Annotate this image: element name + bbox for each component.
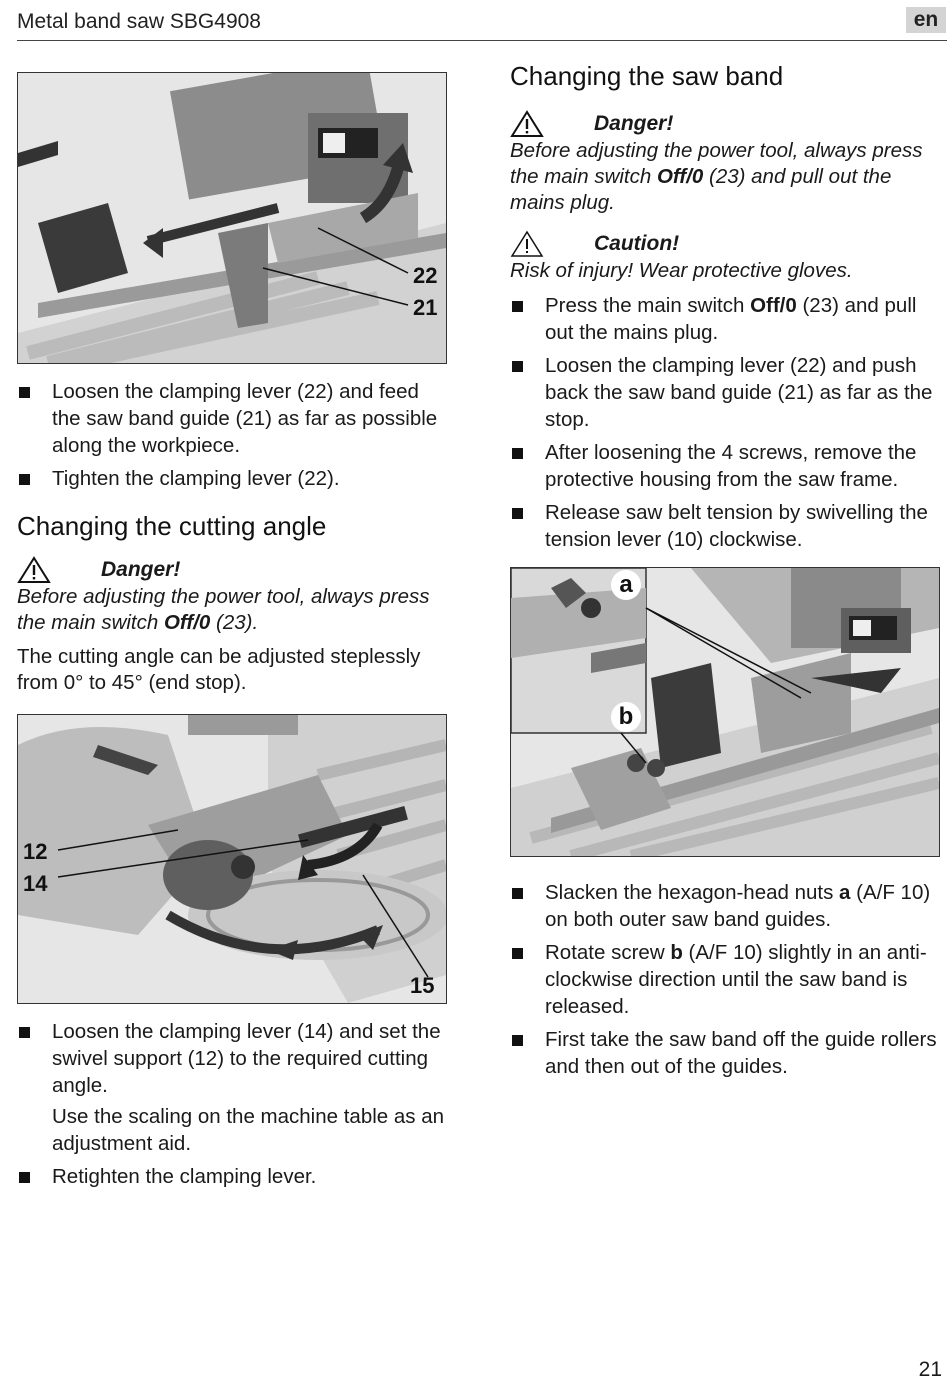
bullet-square (19, 474, 30, 485)
caution-text: Risk of injury! Wear protective gloves. (510, 259, 853, 282)
list-item: Loosen the clamping lever (22) and push … (510, 352, 942, 433)
bullet-square (512, 948, 523, 959)
callout-14: 14 (23, 871, 48, 896)
bullet-square (19, 387, 30, 398)
saw-band-guide-illustration (18, 73, 446, 363)
list-item: Slacken the hexagon-head nuts a (A/F 10)… (510, 879, 942, 933)
document-title: Metal band saw SBG4908 (17, 10, 261, 33)
bullet-square (512, 448, 523, 459)
list-item: First take the saw band off the guide ro… (510, 1026, 942, 1080)
list-item: Press the main switch Off/0 (23) and pul… (510, 292, 942, 346)
callout-a: a (611, 570, 641, 600)
list-item: After loosening the 4 screws, remove the… (510, 439, 942, 493)
caution-triangle-icon (510, 230, 544, 257)
bullet-square (19, 1027, 30, 1038)
clamping-bullets: Loosen the clamping lever (22) and feed … (17, 378, 449, 492)
danger-text: Before adjusting the power tool, always … (17, 585, 430, 634)
bullet-square (512, 361, 523, 372)
callout-b: b (611, 702, 641, 732)
cutting-angle-intro: The cutting angle can be adjusted steple… (17, 645, 421, 694)
bullet-text: Retighten the clamping lever. (52, 1165, 317, 1188)
figure-saw-band-guides: a b (510, 567, 940, 857)
danger-text: Before adjusting the power tool, always … (510, 139, 923, 214)
danger-title: Danger! (101, 558, 181, 581)
section-heading-saw-band: Changing the saw band (510, 61, 784, 91)
caution-heading: Caution! (510, 230, 942, 258)
list-item: Rotate screw b (A/F 10) slightly in an a… (510, 939, 942, 1020)
bullet-text: Loosen the clamping lever (22) and feed … (52, 380, 438, 457)
saw-band-guides-illustration (511, 568, 939, 856)
warning-triangle-icon (510, 110, 544, 137)
danger-heading: Danger! (510, 110, 942, 138)
list-item: Loosen the clamping lever (22) and feed … (17, 378, 449, 459)
callout-15: 15 (410, 973, 435, 998)
section-heading-cutting-angle: Changing the cutting angle (17, 511, 327, 541)
preparation-bullets: Press the main switch Off/0 (23) and pul… (510, 292, 942, 553)
list-item: Release saw belt tension by swivelling t… (510, 499, 942, 553)
right-column: Changing the saw band Danger! Before adj… (510, 60, 942, 1086)
header-divider (17, 40, 947, 41)
warning-triangle-icon (17, 556, 51, 583)
bullet-square (512, 508, 523, 519)
callout-22: 22 (413, 263, 438, 288)
danger-heading: Danger! (17, 556, 449, 584)
figure-cutting-angle: 12 14 15 (17, 714, 447, 1004)
bullet-text: Loosen the clamping lever (14) and set t… (52, 1020, 441, 1097)
cutting-angle-illustration (18, 715, 446, 1003)
figure-saw-band-guide: 22 21 (17, 72, 447, 364)
bullet-square (512, 301, 523, 312)
page-number: 21 (918, 1358, 942, 1381)
swivel-bullets: Loosen the clamping lever (14) and set t… (17, 1018, 449, 1190)
release-bullets: Slacken the hexagon-head nuts a (A/F 10)… (510, 879, 942, 1080)
list-item: Retighten the clamping lever. (17, 1163, 449, 1190)
bullet-square (512, 1035, 523, 1046)
bullet-text: Tighten the clamping lever (22). (52, 467, 340, 490)
caution-title: Caution! (594, 232, 680, 255)
bullet-square (512, 888, 523, 899)
danger-title: Danger! (594, 112, 674, 135)
callout-21: 21 (413, 295, 438, 320)
bullet-square (19, 1172, 30, 1183)
language-badge: en (906, 7, 946, 33)
left-column: 22 21 Loosen the clamping lever (22) and… (17, 72, 449, 1196)
callout-12: 12 (23, 839, 48, 864)
list-item: Loosen the clamping lever (14) and set t… (17, 1018, 449, 1157)
bullet-subtext: Use the scaling on the machine table as … (52, 1105, 445, 1155)
list-item: Tighten the clamping lever (22). (17, 465, 449, 492)
